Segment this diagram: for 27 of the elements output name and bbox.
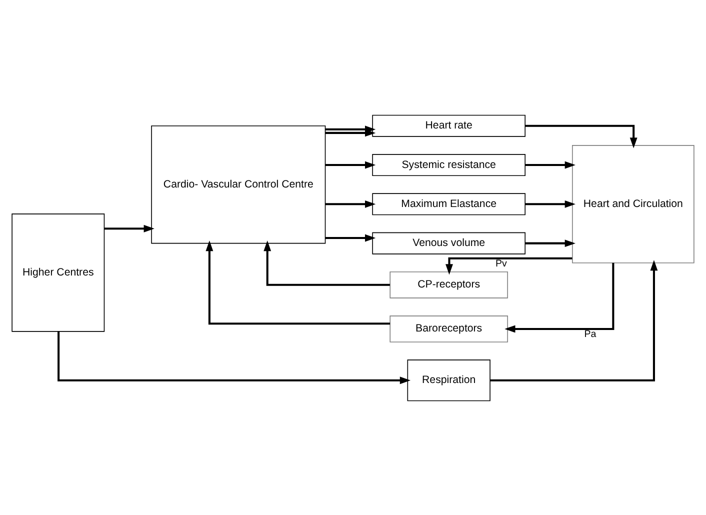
- arrow: [326, 160, 376, 168]
- arrow: [264, 240, 390, 286]
- arrow: [490, 260, 658, 381]
- node-box: Systemic resistance: [372, 154, 526, 176]
- arrow: [104, 224, 154, 232]
- arrow: [525, 124, 638, 148]
- edge-label: Pv: [496, 258, 507, 269]
- node-box: CP-receptors: [390, 270, 508, 298]
- edge-label: Pa: [584, 328, 596, 340]
- arrow: [525, 200, 576, 208]
- arrow: [206, 240, 390, 324]
- node-box: Venous volume: [372, 232, 526, 254]
- arrow: [446, 256, 572, 274]
- node-box: Cardio- Vascular Control Centre: [151, 124, 326, 244]
- arrow: [326, 125, 376, 133]
- node-box: Baroreceptors: [390, 315, 508, 342]
- node-box: Maximum Elastance: [372, 192, 526, 215]
- node-box: Heart rate: [372, 114, 526, 136]
- node-box: Higher Centres: [12, 213, 105, 332]
- arrow: [525, 160, 576, 168]
- node-box: Heart and Circulation: [572, 144, 694, 263]
- arrow: [326, 200, 376, 208]
- arrow: [326, 234, 376, 242]
- arrow: [504, 262, 614, 332]
- arrow: [525, 239, 576, 247]
- arrow: [58, 331, 411, 384]
- node-box: Respiration: [407, 359, 490, 401]
